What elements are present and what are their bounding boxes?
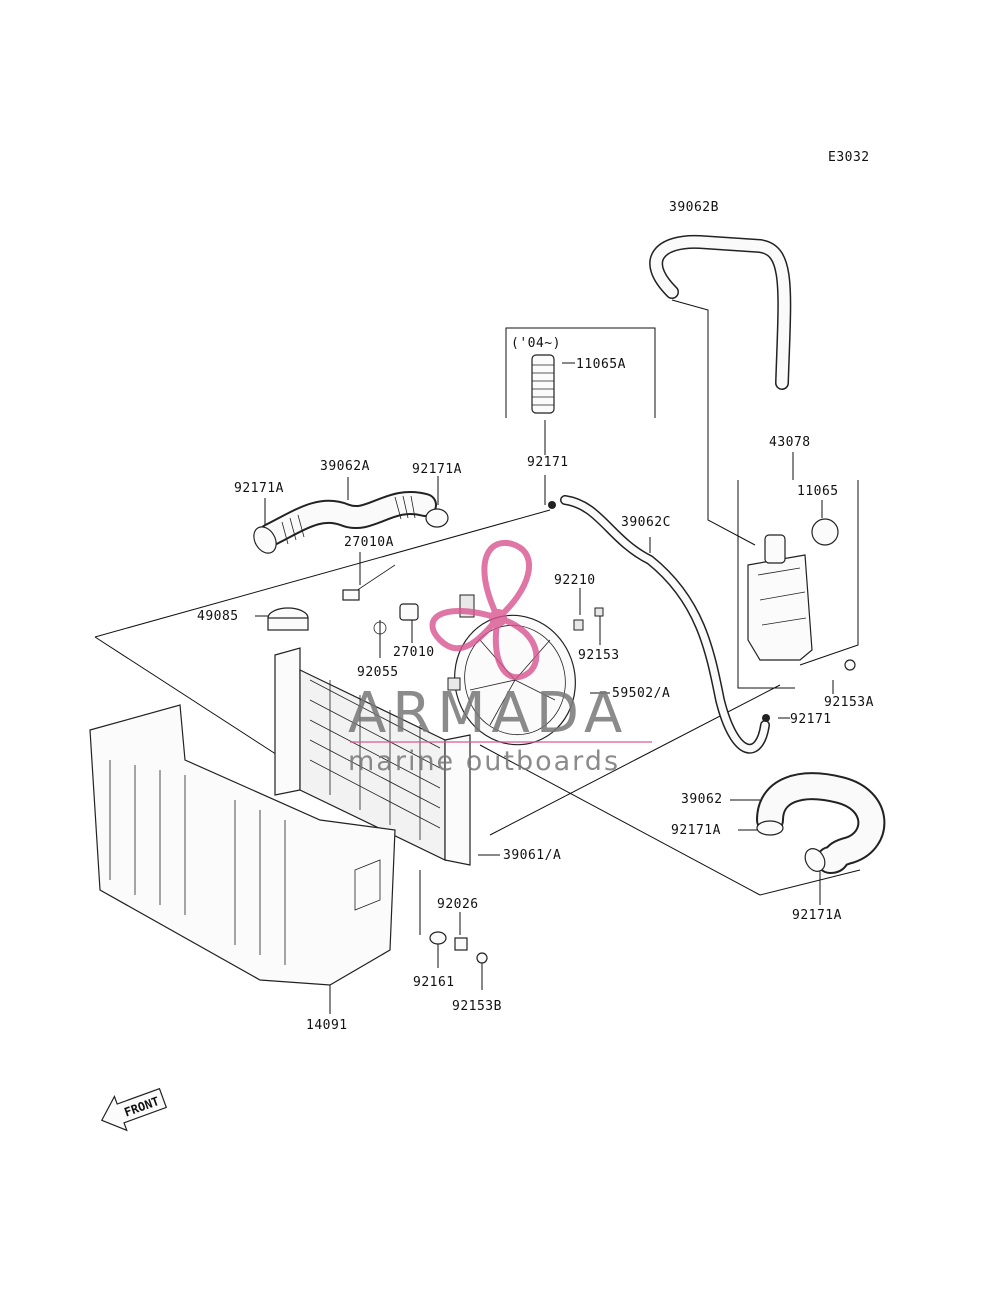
radiator-shroud (89, 704, 396, 986)
label-92153B: 92153B (452, 999, 502, 1014)
label-39062B: 39062B (669, 200, 719, 215)
part-labels: E3032 39062B ('04~) 11065A 92171 39062A … (197, 150, 874, 1033)
armada-watermark: ARMADA marine outboards (348, 539, 652, 777)
label-92161: 92161 (413, 975, 455, 990)
label-49085: 49085 (197, 609, 239, 624)
label-11065A: 11065A (576, 357, 626, 372)
hose-39062 (756, 772, 886, 874)
reservoir-tank (747, 518, 839, 661)
thermo-switches (342, 564, 419, 635)
label-27010: 27010 (393, 645, 435, 660)
label-92026: 92026 (437, 897, 479, 912)
hose-clamps (253, 508, 826, 872)
label-39062C: 39062C (621, 515, 671, 530)
label-14091: 14091 (306, 1018, 348, 1033)
bellows-11065A (531, 354, 555, 414)
label-92171-top: 92171 (527, 455, 569, 470)
label-92171A-right2: 92171A (792, 908, 842, 923)
radiator (274, 647, 471, 866)
hose-39062A (258, 491, 437, 547)
label-92171A-left: 92171A (234, 481, 284, 496)
front-arrow-icon: FRONT (100, 1087, 168, 1132)
watermark-title: ARMADA (348, 681, 628, 746)
hose-39062B (649, 234, 792, 390)
label-59502A: 59502/A (612, 686, 670, 701)
label-92055: 92055 (357, 665, 399, 680)
drain-parts (429, 931, 488, 964)
watermark-subtitle: marine outboards (348, 746, 620, 777)
small-fittings (548, 501, 856, 722)
label-11065: 11065 (797, 484, 839, 499)
hose-39062C (560, 495, 770, 754)
label-92153: 92153 (578, 648, 620, 663)
radiator-cap (267, 607, 309, 631)
label-92153A: 92153A (824, 695, 874, 710)
label-92171A-mid: 92171A (412, 462, 462, 477)
label-39062: 39062 (681, 792, 723, 807)
leader-lines (94, 299, 861, 1014)
label-39062A: 39062A (320, 459, 370, 474)
label-92171-right: 92171 (790, 712, 832, 727)
diagram-code: E3032 (828, 150, 870, 165)
label-92210: 92210 (554, 573, 596, 588)
label-39061A: 39061/A (503, 848, 561, 863)
propeller-logo-icon (429, 539, 540, 680)
label-92171A-right1: 92171A (671, 823, 721, 838)
label-43078: 43078 (769, 435, 811, 450)
label-27010A: 27010A (344, 535, 394, 550)
label-year-note: ('04~) (511, 336, 561, 351)
